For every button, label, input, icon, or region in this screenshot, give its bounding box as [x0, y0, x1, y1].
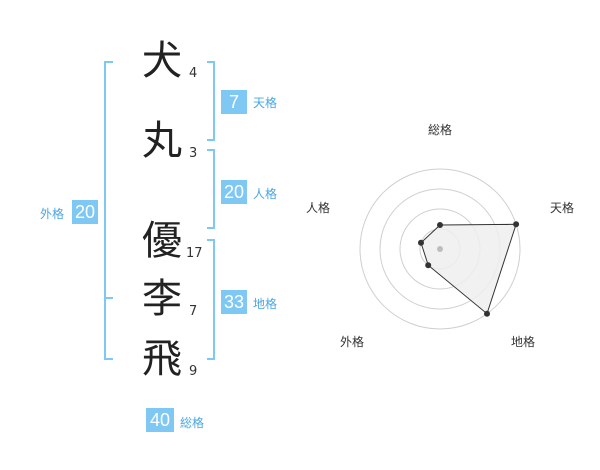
- chikaku-value: 33: [221, 290, 247, 314]
- stroke-count-3: 17: [186, 246, 203, 261]
- radar-axis-label-jinkaku: 人格: [306, 201, 331, 215]
- gaikaku-value: 20: [72, 200, 98, 224]
- radar-point-3: [425, 262, 432, 269]
- name-char-1: 犬: [142, 38, 182, 84]
- radar-axis-label-gaikaku: 外格: [340, 335, 365, 349]
- name-char-3: 優: [142, 218, 182, 264]
- name-char-4: 李: [142, 276, 182, 322]
- radar-data-area: [420, 223, 517, 315]
- soukaku-value: 40: [146, 408, 174, 432]
- jinkaku-value: 20: [221, 180, 247, 204]
- soukaku-label: 総格: [180, 416, 205, 430]
- jinkaku-label: 人格: [253, 187, 278, 201]
- radar-center-dot: [437, 246, 443, 252]
- radar-point-0: [437, 222, 443, 228]
- tenkaku-bracket: [207, 61, 215, 141]
- chikaku-label: 地格: [253, 297, 278, 311]
- radar-point-4: [418, 239, 424, 246]
- stroke-count-1: 4: [189, 66, 198, 81]
- name-char-2: 丸: [142, 118, 182, 164]
- jinkaku-bracket: [207, 149, 215, 229]
- radar-chart: [359, 168, 521, 330]
- tenkaku-value: 7: [221, 90, 247, 114]
- radar-grid-ring-4: [359, 168, 521, 330]
- radar-axis-label-tenkaku: 天格: [550, 201, 575, 215]
- tenkaku-label: 天格: [253, 96, 278, 110]
- radar-axis-label-soukaku: 総格: [428, 123, 453, 137]
- gaikaku-label: 外格: [40, 207, 65, 221]
- stroke-count-5: 9: [189, 364, 198, 379]
- stroke-count-2: 3: [189, 146, 198, 161]
- stroke-count-4: 7: [189, 304, 198, 319]
- gaikaku-bracket: [104, 61, 113, 360]
- name-char-5: 飛: [142, 336, 182, 382]
- radar-axis-label-chikaku: 地格: [511, 335, 536, 349]
- radar-point-1: [513, 221, 520, 228]
- chikaku-bracket: [207, 239, 215, 360]
- radar-point-2: [484, 310, 490, 317]
